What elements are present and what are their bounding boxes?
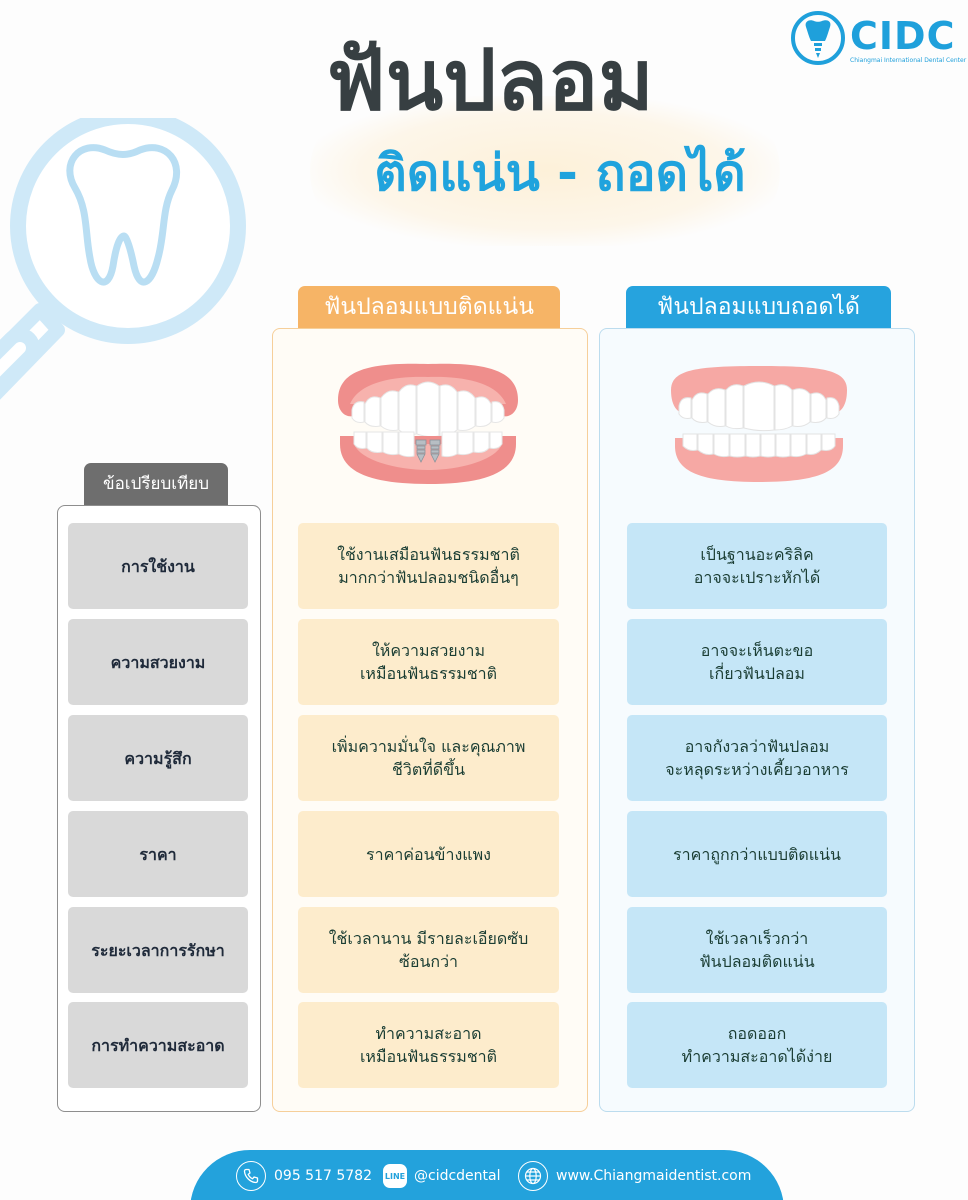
fixed-usage: ใช้งานเสมือนฟันธรรมชาติ มากกว่าฟันปลอมชน… <box>298 523 559 609</box>
fixed-feeling: เพิ่มความมั่นใจ และคุณภาพ ชีวิตที่ดีขึ้น <box>298 715 559 801</box>
website-url: www.Chiangmaidentist.com <box>556 1168 752 1184</box>
website-link[interactable]: www.Chiangmaidentist.com <box>518 1161 751 1191</box>
phone-contact[interactable]: 095 517 5782 <box>236 1161 372 1191</box>
page-title: ฟันปลอม <box>326 31 654 129</box>
removable-usage: เป็นฐานอะคริลิค อาจจะเปราะหักได้ <box>627 523 887 609</box>
criteria-header: ข้อเปรียบเทียบ <box>84 463 228 505</box>
fixed-denture-image <box>338 363 518 484</box>
line-contact[interactable]: LINE @cidcdental <box>383 1161 501 1191</box>
fixed-duration: ใช้เวลานาน มีรายละเอียดซับ ซ้อนกว่า <box>298 907 559 993</box>
criterion-price: ราคา <box>68 811 248 897</box>
brand-logo: CIDC Chiangmai International Dental Cent… <box>790 10 966 66</box>
fixed-price: ราคาค่อนข้างแพง <box>298 811 559 897</box>
removable-price: ราคาถูกกว่าแบบติดแน่น <box>627 811 887 897</box>
removable-denture-image <box>671 366 847 482</box>
criterion-usage: การใช้งาน <box>68 523 248 609</box>
magnifier-tooth-icon <box>0 118 246 400</box>
fixed-cleaning: ทำความสะอาด เหมือนฟันธรรมชาติ <box>298 1002 559 1088</box>
line-icon: LINE <box>383 1164 407 1188</box>
brand-name: CIDC <box>850 14 956 58</box>
removable-cleaning: ถอดออก ทำความสะอาดได้ง่าย <box>627 1002 887 1088</box>
title-highlight <box>310 96 780 246</box>
criterion-aesthetics: ความสวยงาม <box>68 619 248 705</box>
criterion-cleaning: การทำความสะอาด <box>68 1002 248 1088</box>
contact-footer <box>190 1150 784 1200</box>
line-id: @cidcdental <box>414 1168 501 1184</box>
phone-number: 095 517 5782 <box>274 1168 372 1184</box>
removable-feeling: อาจกังวลว่าฟันปลอม จะหลุดระหว่างเคี้ยวอา… <box>627 715 887 801</box>
criterion-feeling: ความรู้สึก <box>68 715 248 801</box>
removable-denture-header: ฟันปลอมแบบถอดได้ <box>626 286 891 328</box>
phone-icon <box>236 1161 266 1191</box>
removable-aesthetics: อาจจะเห็นตะขอ เกี่ยวฟันปลอม <box>627 619 887 705</box>
page-subtitle: ติดแน่น - ถอดได้ <box>374 144 746 202</box>
criterion-duration: ระยะเวลาการรักษา <box>68 907 248 993</box>
tooth-implant-logo-icon <box>791 11 845 65</box>
fixed-denture-header: ฟันปลอมแบบติดแน่น <box>298 286 560 328</box>
removable-duration: ใช้เวลาเร็วกว่า ฟันปลอมติดแน่น <box>627 907 887 993</box>
globe-icon <box>518 1161 548 1191</box>
brand-tagline: Chiangmai International Dental Center <box>850 57 967 64</box>
fixed-aesthetics: ให้ความสวยงาม เหมือนฟันธรรมชาติ <box>298 619 559 705</box>
